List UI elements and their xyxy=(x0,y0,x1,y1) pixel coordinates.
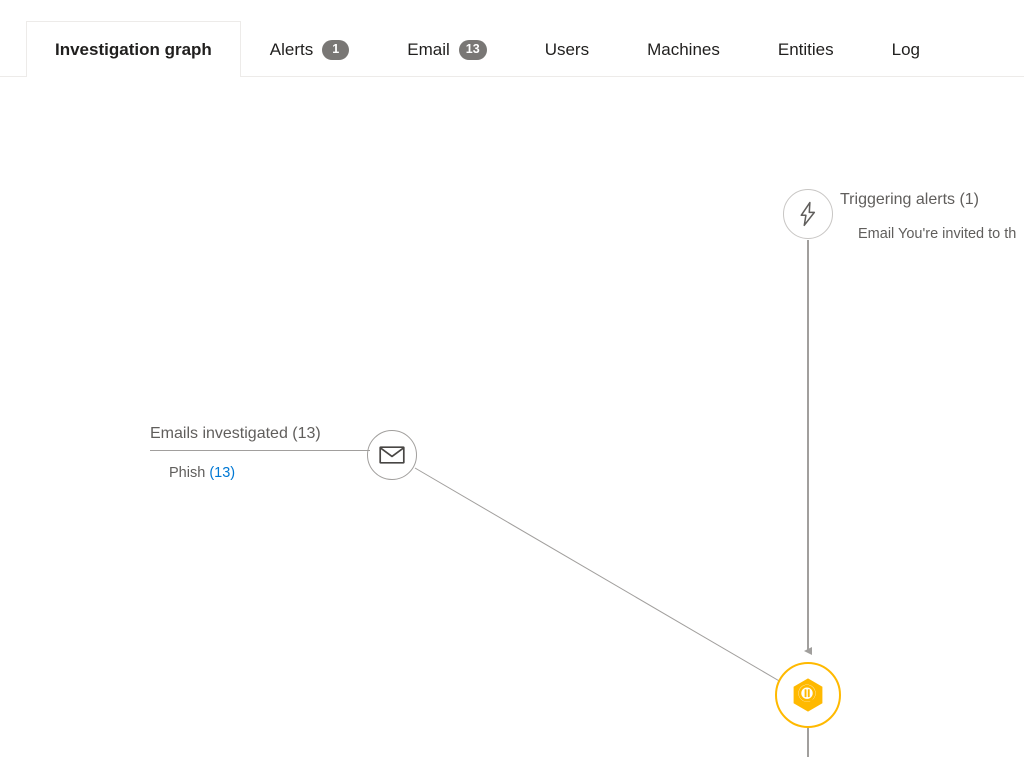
tab-badge-count: 13 xyxy=(458,39,487,60)
graph-label-emails-investigated: Emails investigated (13) Phish (13) xyxy=(150,425,370,481)
tab-label: Email xyxy=(407,39,450,59)
graph-label-triggering-alerts: Triggering alerts (1) Email You're invit… xyxy=(840,191,1016,242)
tab-log[interactable]: Log xyxy=(863,21,949,77)
alerts-node-title: Triggering alerts (1) xyxy=(840,191,980,208)
graph-node-investigation[interactable] xyxy=(775,662,841,728)
investigation-graph-canvas[interactable]: Triggering alerts (1) Email You're invit… xyxy=(0,77,1024,757)
lightning-bolt-icon xyxy=(800,201,816,227)
graph-node-triggering-alerts[interactable] xyxy=(783,189,833,239)
emails-node-divider xyxy=(150,450,370,451)
edge-emails-to-investigation xyxy=(414,467,782,683)
tab-label: Alerts xyxy=(269,39,314,59)
tab-machines[interactable]: Machines xyxy=(618,21,749,77)
tab-investigation-graph[interactable]: Investigation graph xyxy=(26,21,241,78)
tab-badge-count: 1 xyxy=(322,39,350,60)
tab-bar: Investigation graph Alerts 1 Email 13 Us… xyxy=(0,0,1024,78)
envelope-icon xyxy=(379,446,405,464)
investigation-hexagon-icon xyxy=(793,678,823,712)
tab-label: Machines xyxy=(647,39,720,59)
emails-node-title: Emails investigated (13) xyxy=(150,425,321,442)
tab-users[interactable]: Users xyxy=(516,21,618,77)
tab-alerts[interactable]: Alerts 1 xyxy=(241,21,378,77)
emails-node-sub-label: Phish xyxy=(169,465,206,481)
tab-label: Log xyxy=(891,39,920,59)
alerts-node-subtitle[interactable]: Email You're invited to th xyxy=(858,226,1017,242)
tab-entities[interactable]: Entities xyxy=(749,21,863,77)
tab-list: Investigation graph Alerts 1 Email 13 Us… xyxy=(26,21,949,78)
tab-email[interactable]: Email 13 xyxy=(378,21,515,77)
tab-label: Users xyxy=(544,39,590,59)
graph-edges xyxy=(414,240,812,757)
emails-node-sub-count[interactable]: (13) xyxy=(209,465,236,481)
tab-label: Investigation graph xyxy=(55,39,212,59)
graph-node-emails-investigated[interactable] xyxy=(367,430,417,480)
emails-node-sub: Phish (13) xyxy=(169,465,370,481)
tab-label: Entities xyxy=(777,39,834,59)
